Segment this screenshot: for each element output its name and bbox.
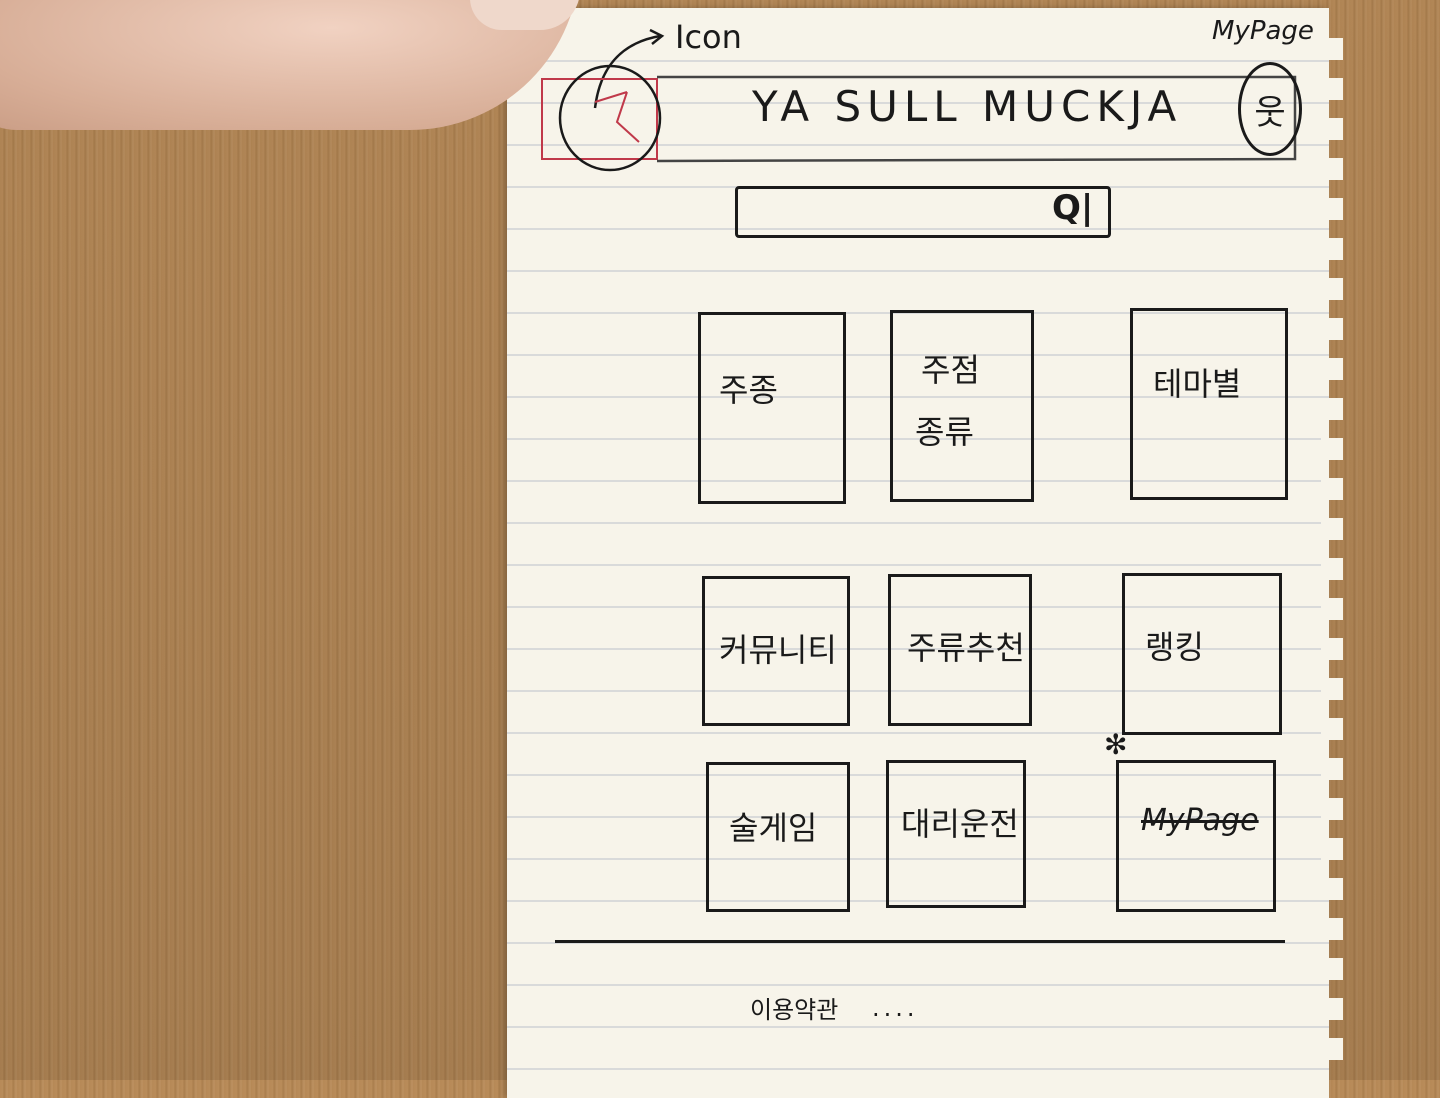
menu-item-label: MyPage (1141, 803, 1259, 838)
menu-item-recommend[interactable]: 주류추천 (888, 574, 1032, 726)
footer-divider (555, 940, 1285, 943)
terms-link[interactable]: 이용약관 (750, 996, 839, 1024)
menu-item-label: 커뮤니티 (719, 631, 837, 669)
menu-item-label: 테마별 (1153, 365, 1242, 403)
menu-item-label: 술게임 (729, 809, 818, 847)
sketch-paper (507, 8, 1343, 1098)
menu-item-community[interactable]: 커뮤니티 (702, 576, 850, 726)
search-icon[interactable]: Q| (1052, 188, 1094, 228)
menu-item-label: 주류추천 (907, 629, 1025, 667)
icon-arrow (593, 28, 665, 109)
menu-item-ranking[interactable]: 랭킹 (1122, 573, 1282, 735)
mypage-icon[interactable]: 웃 (1238, 62, 1302, 156)
search-input[interactable] (735, 186, 1111, 238)
asterisk-mark: ✻ (1104, 728, 1128, 761)
menu-item-label: 주점 (921, 351, 980, 389)
menu-item-label-line2: 종류 (915, 413, 974, 451)
logo-icon[interactable] (555, 62, 665, 174)
app-title: YA SULL MUCKJA (752, 82, 1183, 131)
menu-item-designated-driver[interactable]: 대리운전 (886, 760, 1026, 908)
menu-item-label: 대리운전 (901, 805, 1019, 843)
menu-item-drinking-game[interactable]: 술게임 (706, 762, 850, 912)
menu-item-mypage[interactable]: MyPage (1116, 760, 1276, 912)
person-icon: 웃 (1254, 92, 1286, 133)
mypage-annotation: MyPage (1212, 16, 1314, 46)
menu-item-bar-type[interactable]: 주점 종류 (890, 310, 1034, 502)
menu-item-drink-type[interactable]: 주종 (698, 312, 846, 504)
menu-item-theme[interactable]: 테마별 (1130, 308, 1288, 500)
icon-annotation: Icon (675, 18, 742, 56)
menu-item-label: 주종 (719, 371, 778, 409)
paper-perforation (1321, 38, 1343, 1078)
menu-item-label: 랭킹 (1145, 628, 1204, 666)
footer-ellipsis: .... (872, 994, 919, 1022)
